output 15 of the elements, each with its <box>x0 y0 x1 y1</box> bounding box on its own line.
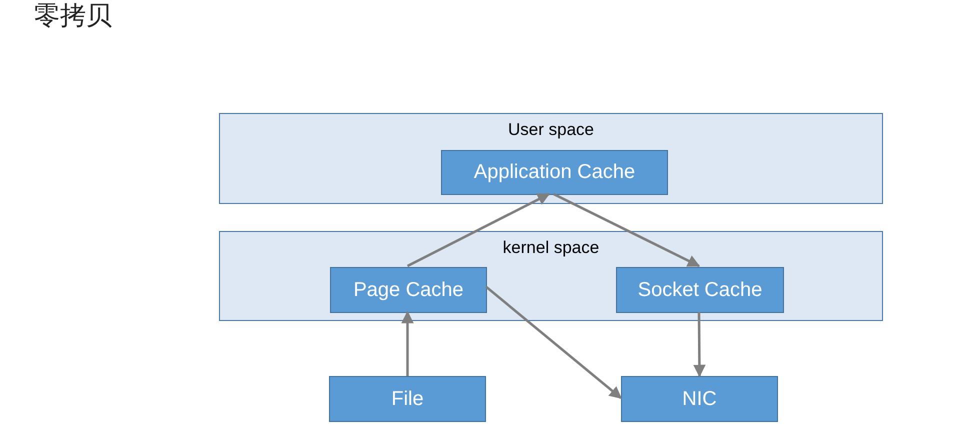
region-band <box>219 231 883 321</box>
region-label: User space <box>507 120 595 140</box>
process-box: File <box>329 376 486 422</box>
process-box: Socket Cache <box>616 267 784 313</box>
arrow <box>485 286 622 400</box>
process-box: Application Cache <box>441 150 668 195</box>
arrow <box>693 312 706 378</box>
arrow <box>401 310 414 376</box>
region-label: kernel space <box>502 238 600 258</box>
region-band <box>219 113 883 204</box>
arrow <box>406 192 550 268</box>
arrow <box>552 192 700 268</box>
process-box: NIC <box>621 376 778 422</box>
title: 零拷贝 <box>34 0 112 33</box>
process-box: Page Cache <box>330 267 487 313</box>
